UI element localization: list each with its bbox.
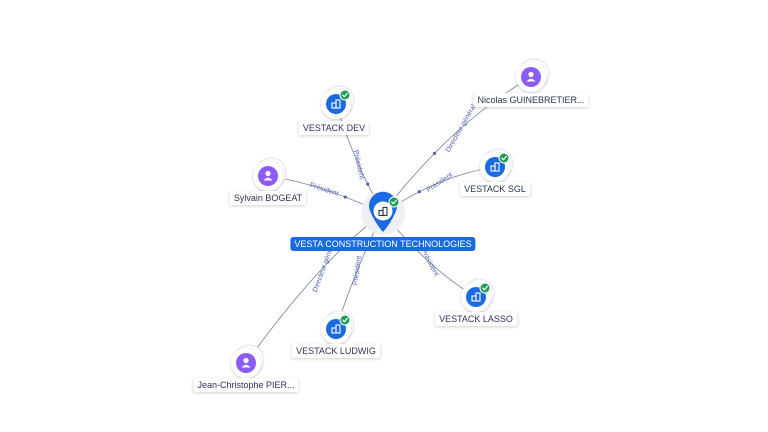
verified-check-icon [498, 152, 510, 164]
edge-label-vestack_dev: Président [352, 150, 365, 180]
edge-arrow-vestack_dev [366, 182, 370, 186]
node-nicolas[interactable] [516, 58, 550, 92]
verified-check-icon [479, 282, 491, 294]
verified-check-icon [339, 89, 351, 101]
edge-label-nicolas: Directeur général [445, 103, 478, 153]
person-icon-body [263, 177, 273, 181]
center-node-label[interactable]: VESTA CONSTRUCTION TECHNOLOGIES [290, 237, 476, 251]
node-vestack-dev[interactable] [321, 85, 355, 119]
node-label-jean-christophe[interactable]: Jean-Christophe PIER... [193, 378, 299, 392]
person-icon-head [265, 170, 271, 177]
node-label-vestack-ludwig[interactable]: VESTACK LUDWIG [292, 344, 380, 358]
node-label-vestack-lasso[interactable]: VESTACK LASSO [435, 312, 517, 326]
building-icon-right [494, 162, 500, 172]
edge-arrow-nicolas [432, 151, 437, 155]
center-node[interactable] [361, 191, 405, 235]
person-icon-body [526, 78, 536, 82]
edge-label-vestack_sgl: Président [425, 172, 453, 194]
edge-nicolas [382, 76, 532, 214]
person-icon-head [528, 71, 534, 78]
verified-check-icon [339, 314, 351, 326]
verified-check-icon [388, 196, 400, 208]
building-icon-right [335, 99, 341, 109]
edge-arrow-vestack_sgl [417, 190, 421, 194]
person-icon-body [241, 364, 251, 368]
edge-label-vestack_ludwig: Président [352, 255, 363, 285]
node-label-nicolas[interactable]: Nicolas GUINEBRETIER... [473, 93, 589, 107]
node-label-sylvain[interactable]: Sylvain BOGEAT [229, 191, 307, 205]
building-icon-right [335, 324, 341, 334]
node-vestack-lasso[interactable] [461, 278, 495, 312]
edge-label-vestack_lasso: Président [419, 248, 439, 277]
node-jean-christophe[interactable] [231, 344, 265, 378]
node-label-vestack-dev[interactable]: VESTACK DEV [298, 121, 370, 135]
node-label-vestack-sgl[interactable]: VESTACK SGL [460, 182, 530, 196]
edge-label-sylvain: Président [309, 182, 339, 198]
person-icon-head [243, 357, 249, 364]
node-sylvain[interactable] [253, 157, 287, 191]
building-icon-right [475, 292, 481, 302]
edge-arrow-sylvain [343, 195, 347, 199]
node-vestack-sgl[interactable] [480, 148, 514, 182]
node-vestack-ludwig[interactable] [321, 310, 355, 344]
